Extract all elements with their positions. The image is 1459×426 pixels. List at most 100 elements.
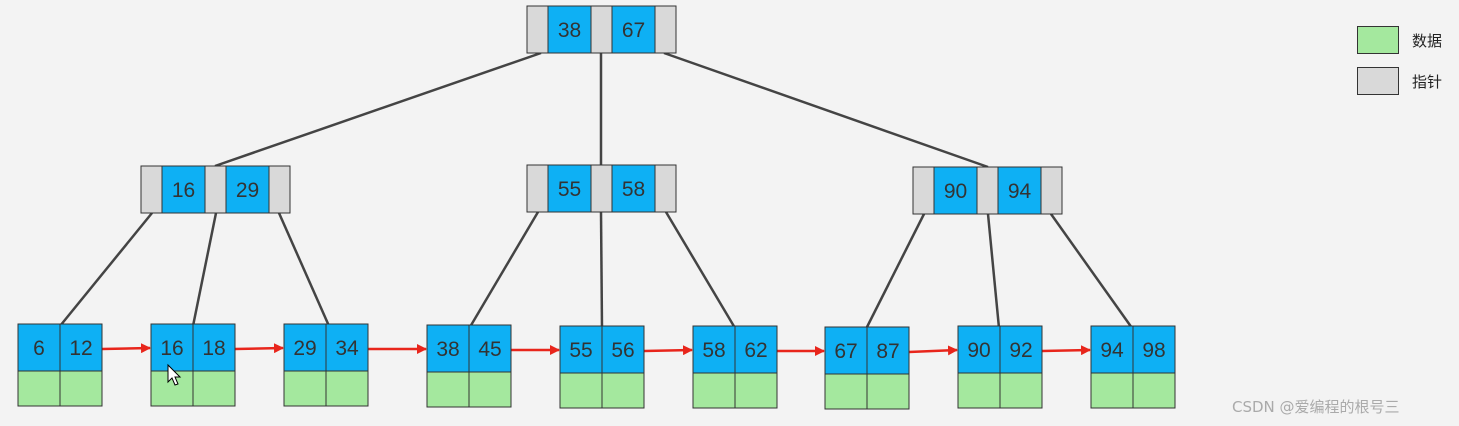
leaf-key-label: 98 [1142,339,1165,362]
key-cell-1 [611,5,656,54]
leaf-data-cell [192,370,236,407]
pointer-cell-1 [590,164,613,213]
edge-internal-2-to-leaf-6 [864,213,926,330]
leaf-key-cell [192,323,236,372]
edge-internal-1-to-leaf-5 [664,211,737,329]
leaf-data-cell [17,370,61,407]
key-label: 29 [236,179,259,202]
leaf-key-cell [426,324,470,373]
edge-internal-2-to-leaf-8 [1049,213,1134,329]
leaf-key-label: 67 [834,340,857,363]
edge-internal-1-to-leaf-3 [468,211,540,328]
key-label: 38 [558,19,581,42]
pointer-cell-0 [140,165,163,214]
legend-data-label: 数据 [1412,32,1443,50]
leaf-key-label: 56 [611,339,634,362]
root-node: 38 67 [526,5,677,54]
leaf-link-arrow-7 [1041,345,1091,356]
key-cell-1 [997,166,1042,215]
key-label: 58 [622,178,645,201]
key-label: 90 [944,180,967,203]
internal-node-2: 90 94 [912,166,1063,215]
legend-pointer-swatch [1357,67,1399,95]
leaf-node-7: 90 92 [957,325,1043,409]
leaf-key-label: 29 [293,337,316,360]
leaf-data-cell [866,373,910,410]
leaf-link-arrow-0 [101,343,151,354]
leaf-key-label: 16 [160,337,183,360]
edge-internal-0-to-leaf-1 [191,212,218,327]
leaf-data-cell [468,371,512,408]
key-cell-0 [547,5,592,54]
leaf-link-arrow-1 [234,343,284,354]
key-label: 16 [172,179,195,202]
pointer-cell-2 [654,164,677,213]
key-label: 67 [622,19,645,42]
leaf-key-cell [283,323,327,372]
pointer-cell-2 [268,165,291,214]
leaf-key-cell [559,325,603,374]
leaf-node-2: 29 34 [283,323,369,407]
leaf-key-label: 6 [33,337,45,360]
leaf-key-label: 38 [436,338,459,361]
edge-internal-2-to-leaf-7 [986,213,1001,329]
leaf-node-0: 6 12 [17,323,103,407]
key-label: 94 [1008,180,1032,203]
leaf-key-label: 34 [335,337,359,360]
leaf-data-cell [1132,372,1176,409]
leaf-data-cell [325,370,369,407]
leaf-links [101,343,1091,356]
leaf-key-label: 90 [967,339,990,362]
leaf-key-label: 94 [1100,339,1124,362]
leaf-key-cell [59,323,103,372]
mouse-cursor-icon [167,363,182,386]
leaf-key-label: 12 [69,337,92,360]
leaf-data-cell [824,373,868,410]
leaf-link-arrow-4 [643,345,693,356]
leaf-node-4: 55 56 [559,325,645,409]
internal-node-1: 55 58 [526,164,677,213]
pointer-cell-1 [204,165,227,214]
key-label: 55 [558,178,581,201]
leaf-node-6: 67 87 [824,326,910,410]
leaf-data-cell [283,370,327,407]
leaf-key-label: 18 [202,337,225,360]
edge-internal-0-to-leaf-2 [277,212,331,327]
pointer-cell-0 [912,166,935,215]
leaf-data-cell [601,372,645,409]
leaf-key-label: 62 [744,339,767,362]
key-cell-1 [611,164,656,213]
leaf-data-cell [559,372,603,409]
leaf-key-cell [692,325,736,374]
pointer-cell-0 [526,5,549,54]
leaf-node-8: 94 98 [1090,325,1176,409]
edge-internal-0-to-leaf-0 [59,212,153,327]
edge-root-to-internal-2 [663,51,989,169]
leaf-data-cell [1090,372,1134,409]
legend-data-swatch [1357,26,1399,54]
leaf-data-cell [957,372,1001,409]
leaf-data-cell [59,370,103,407]
legend-pointer-label: 指针 [1412,73,1443,91]
leaf-key-label: 45 [478,338,501,361]
leaf-data-cell [734,372,778,409]
leaf-data-cell [999,372,1043,409]
edge-internal-1-to-leaf-4 [599,211,604,329]
watermark: CSDN @爱编程的根号三 [1232,398,1400,416]
pointer-cell-0 [526,164,549,213]
leaf-key-label: 58 [702,339,725,362]
pointer-cell-2 [654,5,677,54]
leaf-key-label: 87 [876,340,899,363]
tree-edges [59,51,1134,330]
key-cell-0 [161,165,206,214]
leaf-key-label: 92 [1009,339,1032,362]
leaf-key-cell [325,323,369,372]
leaf-key-label: 55 [569,339,592,362]
leaf-key-cell [1132,325,1176,374]
leaf-node-5: 58 62 [692,325,778,409]
leaf-key-cell [150,323,194,372]
leaf-node-3: 38 45 [426,324,512,408]
pointer-cell-1 [976,166,999,215]
